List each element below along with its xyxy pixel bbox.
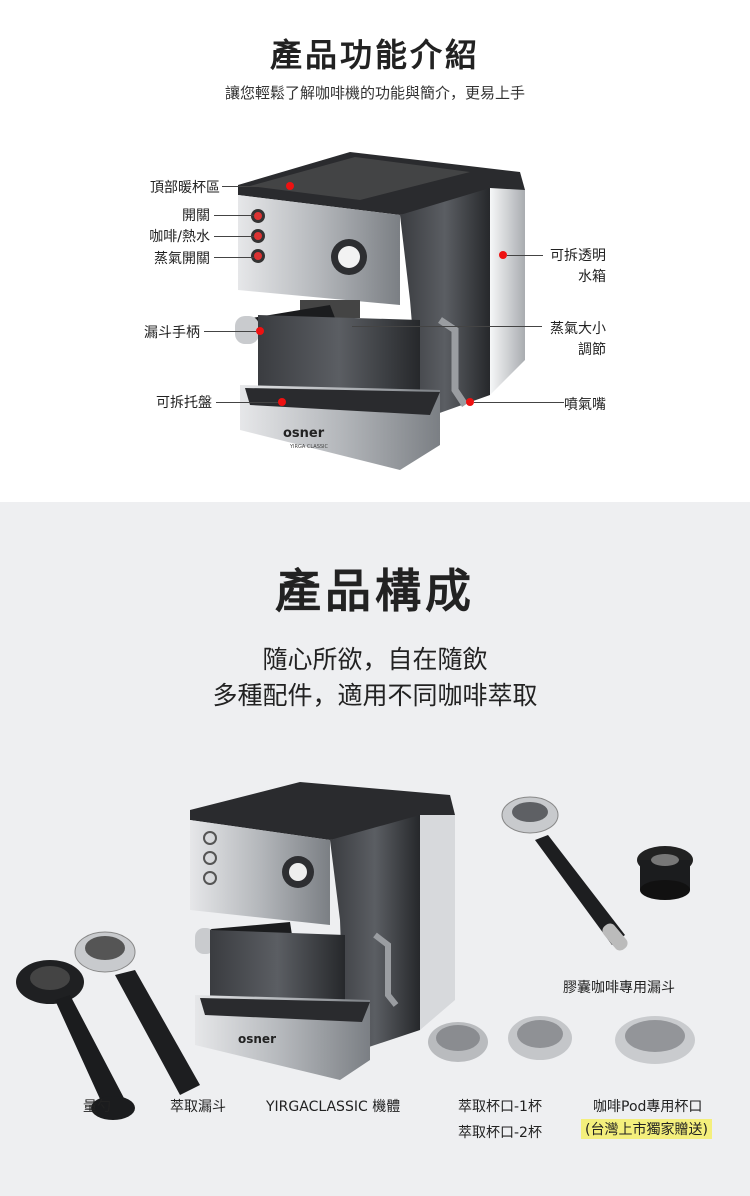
label-steam-adj-2: 調節 bbox=[578, 342, 606, 358]
svg-text:osner: osner bbox=[283, 426, 325, 441]
components-illustration: osner bbox=[16, 782, 695, 1120]
components-title: 產品構成 bbox=[275, 564, 475, 618]
label-nozzle: 噴氣嘴 bbox=[564, 397, 606, 413]
caption-body: YIRGACLASSIC 機體 bbox=[266, 1099, 401, 1115]
label-tank-1: 可拆透明 bbox=[550, 248, 606, 264]
caption-pod-cup: 咖啡Pod專用杯口 bbox=[593, 1099, 703, 1115]
label-tank-2: 水箱 bbox=[578, 269, 606, 285]
features-section: 產品功能介紹 讓您輕鬆了解咖啡機的功能與簡介，更易上手 bbox=[0, 0, 750, 502]
label-switch: 開關 bbox=[182, 208, 210, 224]
components-line-1: 隨心所欲，自在隨飲 bbox=[262, 645, 488, 674]
caption-capsule-funnel: 膠囊咖啡專用漏斗 bbox=[563, 980, 675, 996]
caption-cup-2: 萃取杯口-2杯 bbox=[458, 1125, 542, 1141]
svg-text:osner: osner bbox=[238, 1032, 276, 1046]
label-top-warmer: 頂部暖杯區 bbox=[150, 180, 220, 196]
caption-funnel: 萃取漏斗 bbox=[170, 1099, 226, 1115]
label-steam-switch: 蒸氣開關 bbox=[154, 251, 210, 267]
features-title: 產品功能介紹 bbox=[269, 36, 480, 74]
espresso-machine-diagram: osner YIRGA CLASSIC bbox=[235, 152, 525, 470]
label-drip-tray: 可拆托盤 bbox=[156, 395, 212, 411]
svg-text:YIRGA CLASSIC: YIRGA CLASSIC bbox=[289, 444, 329, 450]
components-line-2: 多種配件，適用不同咖啡萃取 bbox=[212, 681, 538, 710]
caption-spoon: 量勺 bbox=[83, 1099, 111, 1115]
label-steam-adj-1: 蒸氣大小 bbox=[550, 321, 606, 337]
features-subtitle: 讓您輕鬆了解咖啡機的功能與簡介，更易上手 bbox=[224, 84, 525, 102]
label-coffee-water: 咖啡/熱水 bbox=[149, 229, 210, 245]
caption-exclusive-gift: (台灣上市獨家贈送) bbox=[581, 1119, 712, 1139]
caption-cup-1: 萃取杯口-1杯 bbox=[458, 1099, 542, 1115]
label-handle: 漏斗手柄 bbox=[144, 325, 200, 341]
